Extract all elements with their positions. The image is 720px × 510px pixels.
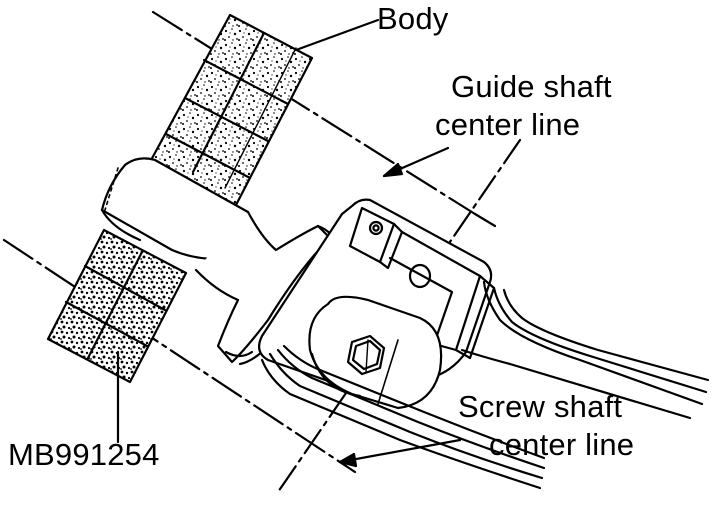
leader-guide-shaft (382, 146, 450, 178)
label-tool-number: MB991254 (8, 437, 160, 472)
cable-bundle-right (460, 280, 710, 420)
cable-bundle-bottom (260, 344, 546, 490)
label-body: Body (377, 1, 449, 36)
label-screw-shaft-line1: Screw shaft (458, 389, 623, 424)
guide-shaft-center-line (151, 10, 497, 228)
screw-shaft-center-line (2, 238, 357, 474)
special-tool-lower-block (46, 228, 188, 384)
leader-screw-shaft (338, 438, 462, 468)
leader-body (294, 18, 380, 52)
hex-screw-head (346, 334, 386, 376)
label-screw-shaft-line2: center line (489, 427, 635, 462)
label-guide-shaft-line2: center line (435, 107, 581, 142)
label-guide-shaft-line1: Guide shaft (451, 69, 612, 104)
